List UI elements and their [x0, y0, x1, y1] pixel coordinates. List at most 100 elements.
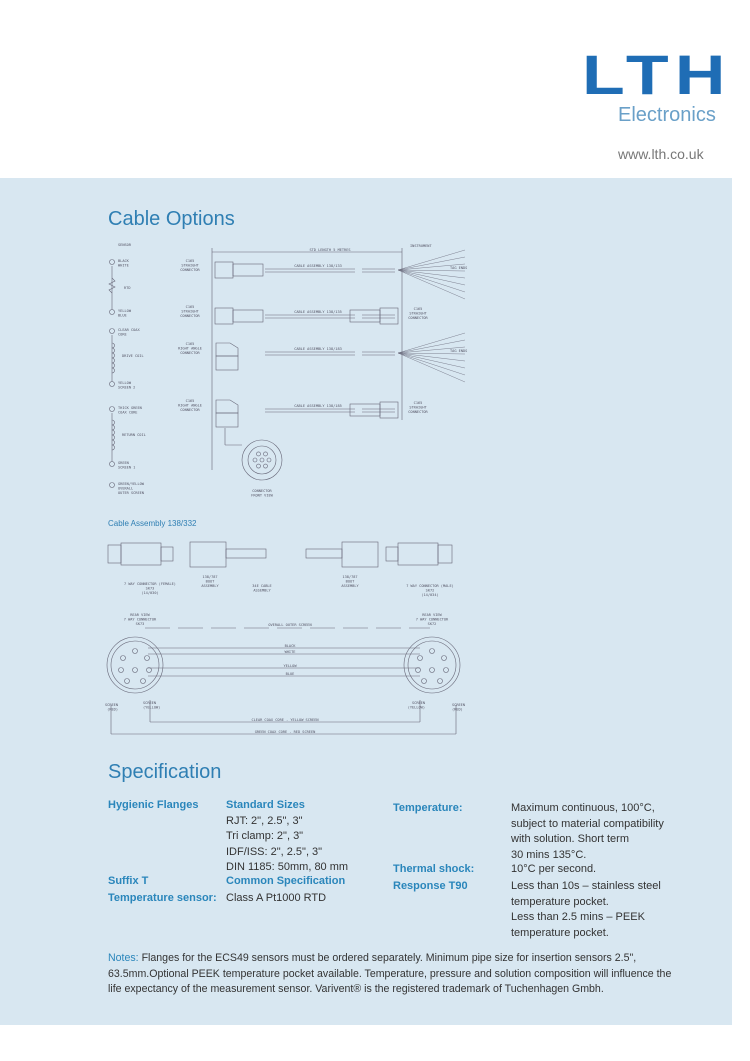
- pin-circle: [132, 667, 138, 673]
- connector-shape: [215, 412, 239, 428]
- pin-circle: [417, 655, 423, 661]
- sensor-label: CLEAR COAX: [118, 328, 140, 332]
- cable-assembly-label: CABLE ASSEMBLY 138/133: [294, 264, 342, 268]
- connector-shape: [232, 263, 264, 277]
- size-item: RJT: 2", 2.5", 3": [226, 814, 303, 827]
- sensor-label: WHITE: [118, 264, 129, 268]
- logo-wordmark: LTH: [582, 43, 732, 106]
- wire-label: YELLOW: [284, 664, 298, 668]
- connector-label: C165: [186, 305, 195, 309]
- connector-label: CONNECTOR: [180, 268, 200, 272]
- pin-circle: [429, 648, 435, 654]
- wire-line: [397, 339, 466, 354]
- sensor-label: CORE: [118, 333, 127, 337]
- wire-label: BLUE: [286, 672, 295, 676]
- connector-label: C165: [186, 342, 195, 346]
- pin-circle: [146, 667, 152, 673]
- text-line: with solution. Short term: [511, 833, 629, 845]
- front-view-label: FRONT VIEW: [251, 494, 273, 498]
- connector-label: STRAIGHT: [409, 312, 427, 316]
- size-item: DIN 1185: 50mm, 80 mm: [226, 861, 349, 873]
- tag-ends-label: TAG ENDS: [450, 266, 467, 270]
- logo-subtitle: Electronics: [618, 104, 716, 126]
- temperature-value: Maximum continuous, 100°C, subject to ma…: [511, 801, 664, 863]
- connector-shape: [189, 541, 227, 568]
- terminal-circle: [109, 309, 115, 315]
- coil-icon: [111, 434, 115, 441]
- connector-label: C165: [186, 399, 195, 403]
- text-line: Less than 10s – stainless steel: [511, 880, 661, 892]
- boot-label: ASSEMBLY: [341, 584, 359, 588]
- pin-circle: [124, 678, 130, 684]
- connector-label: C165: [186, 259, 195, 263]
- pin-circle: [263, 463, 268, 469]
- sensor-label: DRIVE COIL: [122, 354, 144, 358]
- tag-ends-label: TAG ENDS: [450, 349, 467, 353]
- pin-circle: [120, 655, 126, 661]
- screen-label: SCREEN: [452, 703, 465, 707]
- pin-circle: [441, 655, 447, 661]
- connector-label: RIGHT ANGLE: [178, 404, 202, 408]
- sensor-label: YELLOW: [118, 381, 132, 385]
- wire-label: WHITE: [285, 650, 296, 654]
- response-value: Less than 10s – stainless steel temperat…: [511, 879, 661, 941]
- connector-label: CONNECTOR: [408, 410, 428, 414]
- coil-icon: [111, 342, 115, 349]
- connector-label: STRAIGHT: [181, 310, 199, 314]
- sensor-label: THICK GREEN: [118, 406, 142, 410]
- common-spec-label: Common Specification: [226, 875, 346, 887]
- coil-icon: [111, 362, 115, 369]
- response-label: Response T90: [393, 880, 468, 892]
- pin-circle: [140, 678, 146, 684]
- coil-icon: [111, 367, 115, 374]
- wire-line: [397, 346, 466, 354]
- connector-label: RIGHT ANGLE: [178, 347, 202, 351]
- outer-screen-label: OVERALL OUTER SCREEN: [268, 623, 311, 627]
- coil-icon: [111, 439, 115, 446]
- connector-label: CONNECTOR: [408, 316, 428, 320]
- sensor-label: OVERALL: [118, 487, 133, 491]
- text-line: 30 mins 135°C.: [511, 848, 587, 861]
- wire-line: [397, 352, 466, 369]
- website-url: www.lth.co.uk: [618, 146, 704, 162]
- coil-icon: [111, 347, 115, 354]
- front-view-label: CONNECTOR: [252, 489, 272, 493]
- coil-icon: [111, 429, 115, 436]
- coil-icon: [111, 357, 115, 364]
- sensor-label: YELLOW: [118, 309, 132, 313]
- rear-view-connector: [403, 636, 461, 694]
- specification-title: Specification: [108, 761, 222, 783]
- pin-circle: [437, 678, 443, 684]
- sensor-heading: SENSOR: [118, 243, 132, 247]
- instrument-label: INSTRUMENT: [410, 244, 432, 248]
- sensor-label: BLACK: [118, 259, 130, 263]
- sensor-label: SCREEN 2: [118, 386, 135, 390]
- wire-line: [397, 256, 466, 271]
- pin-circle: [256, 451, 261, 457]
- connector-shape: [107, 544, 122, 564]
- pin-circle: [144, 655, 150, 661]
- connector-label: SK72: [426, 589, 435, 593]
- notes-text: Flanges for the ECS49 sensors must be or…: [108, 952, 672, 995]
- sensor-label: SCREEN 1: [118, 466, 135, 470]
- pin-circle: [256, 463, 261, 469]
- connector-shape: [437, 544, 453, 564]
- pin-circle: [252, 457, 258, 463]
- wire-line: [397, 269, 466, 300]
- sensor-label: GREEN: [118, 461, 129, 465]
- connector-shape: [341, 541, 379, 568]
- rear-view-connector: [407, 640, 457, 690]
- connector-shape: [397, 542, 439, 566]
- wire-line: [397, 352, 466, 362]
- size-item: Tri clamp: 2", 3": [226, 830, 304, 842]
- screen-label: SCREEN: [105, 703, 118, 707]
- rtd-resistor-icon: [108, 277, 116, 294]
- rear-view-label: 7 WAY CONNECTOR: [124, 618, 157, 622]
- terminal-circle: [109, 259, 115, 265]
- wire-line: [397, 352, 466, 355]
- connector-shape: [305, 548, 343, 559]
- pin-circle: [263, 451, 268, 457]
- connector-shape: [160, 546, 174, 562]
- wire-line: [397, 269, 466, 279]
